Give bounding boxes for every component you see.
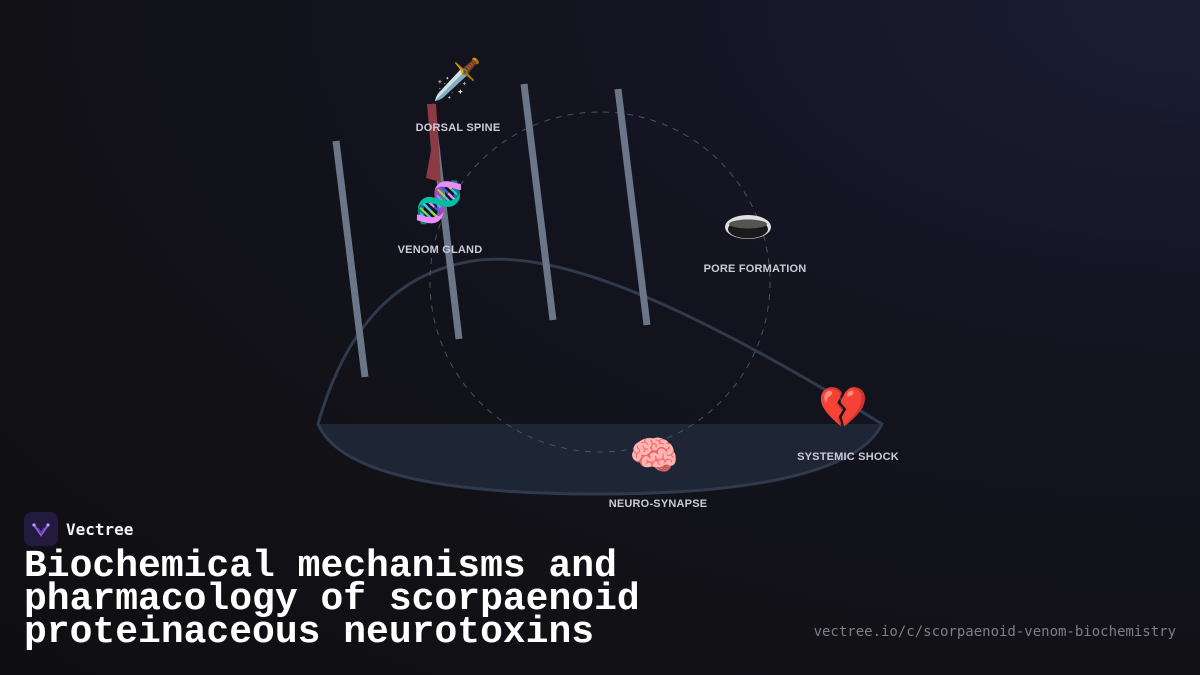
venom-gland-label: VENOM GLAND — [397, 244, 483, 256]
pore-formation-label: PORE FORMATION — [703, 263, 807, 275]
brand: Vectree — [24, 512, 133, 546]
fish-body-outline — [316, 257, 884, 496]
flow-cycle-circle — [429, 111, 771, 453]
brand-name: Vectree — [66, 519, 134, 539]
neuro-synapse-label: NEURO-SYNAPSE — [608, 498, 708, 510]
brain-icon: 🧠 — [629, 433, 679, 479]
vectree-logo — [24, 512, 58, 546]
dagger-icon: 🗡️ — [432, 57, 482, 103]
systemic-shock-label: SYSTEMIC SHOCK — [797, 451, 899, 463]
pore-hole-icon — [725, 215, 771, 239]
broken-heart-icon: 💔 — [818, 385, 868, 431]
dorsal-spine-label: DORSAL SPINE — [415, 122, 501, 134]
fin-spine-1 — [332, 140, 369, 378]
fin-spine-3 — [520, 83, 557, 321]
venom-spine-groove — [426, 104, 441, 182]
page-url[interactable]: vectree.io/c/scorpaenoid-venom-biochemis… — [813, 624, 1176, 640]
fish-body-fill — [318, 424, 882, 494]
dna-icon: 🧬 — [414, 180, 464, 226]
page-title: Biochemical mechanisms and pharmacology … — [24, 545, 640, 654]
fin-spine-4 — [614, 88, 651, 326]
